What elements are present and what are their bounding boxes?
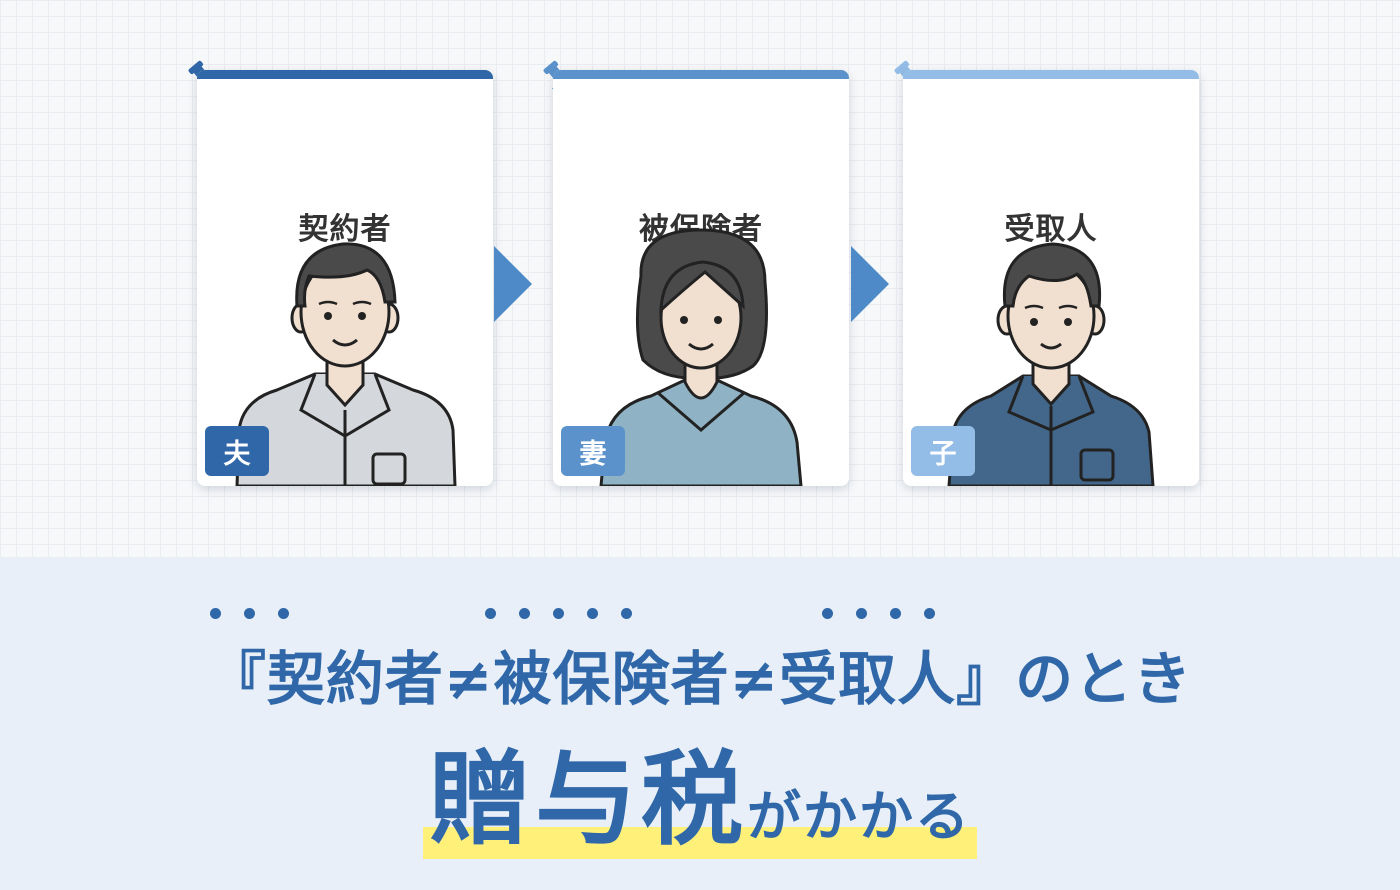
gift-tax-emphasis: 贈与税 [429, 741, 747, 860]
wife-illustration [599, 228, 803, 486]
right-arrow-icon [851, 246, 889, 322]
card-top-bar [197, 70, 493, 79]
conclusion-line: 贈与税がかかる [0, 718, 1400, 865]
condition-text: 『契約者≠被保険者≠受取人』のとき [207, 645, 1193, 713]
conclusion-suffix: がかかる [747, 785, 971, 848]
husband-illustration [235, 242, 457, 486]
relation-badge: 妻 [561, 426, 625, 476]
role-card-beneficiary: 受取人 子 [903, 70, 1199, 486]
child-illustration [947, 242, 1155, 486]
emphasis-dots [822, 608, 958, 624]
card-top-bar [553, 70, 849, 79]
role-card-insured: 被保険者 妻 [553, 70, 849, 486]
emphasis-dots [210, 608, 312, 624]
emphasis-dots [485, 608, 655, 624]
card-top-bar [903, 70, 1199, 79]
relation-badge: 子 [911, 426, 975, 476]
highlight-marker: 贈与税がかかる [423, 718, 977, 865]
card-title: 受取人 [1004, 212, 1098, 247]
right-arrow-icon [494, 246, 532, 322]
relation-badge: 夫 [205, 426, 269, 476]
card-title: 契約者 [298, 212, 392, 247]
role-card-policyholder: 契約者 夫 [197, 70, 493, 486]
